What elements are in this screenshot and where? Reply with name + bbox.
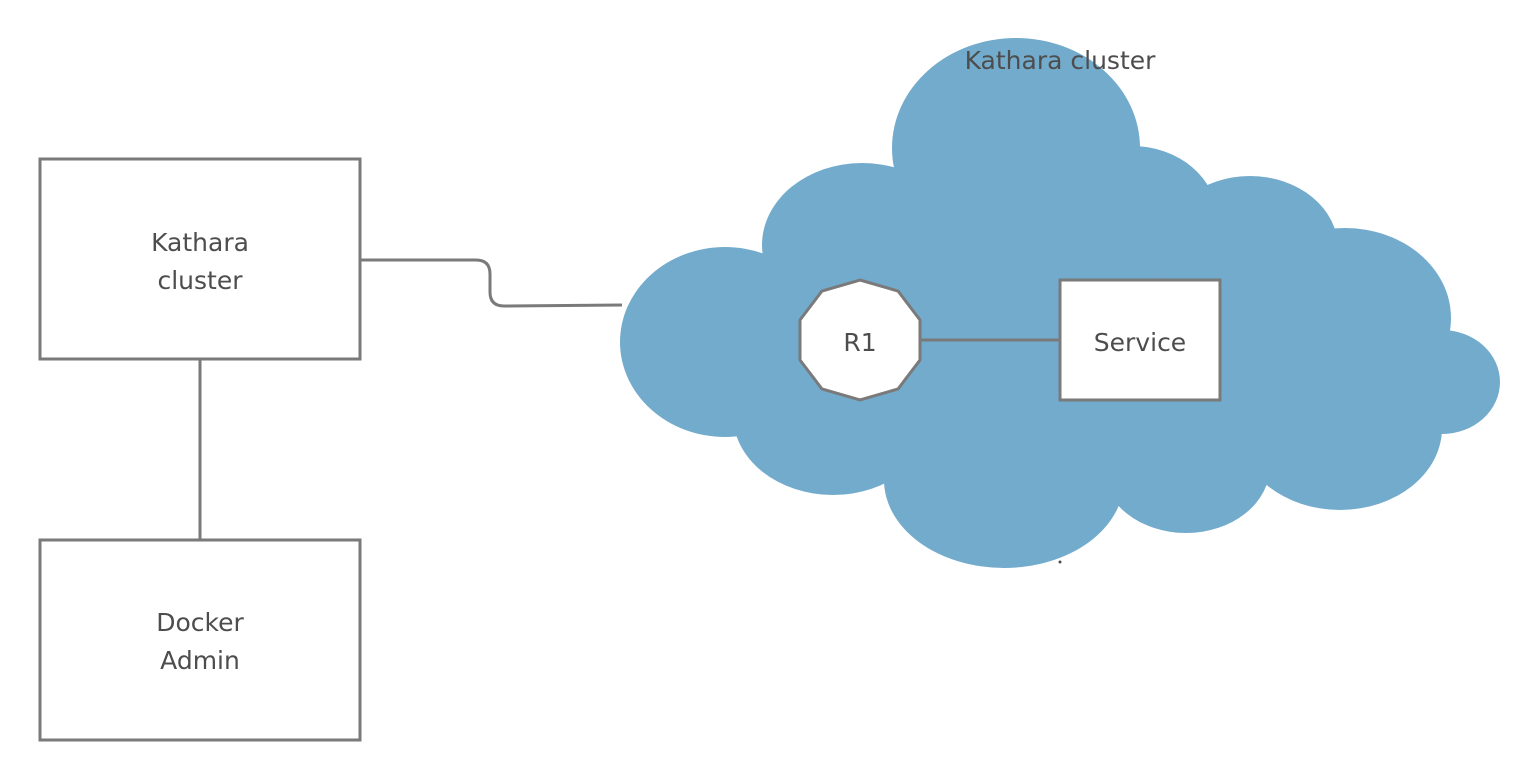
service-label: Service — [1094, 328, 1186, 357]
kathara-cluster-box[interactable]: Kathara cluster — [38, 157, 362, 361]
service-box[interactable]: Service — [1058, 278, 1222, 402]
docker-admin-box[interactable]: Docker Admin — [38, 538, 362, 742]
docker-box-label-line1: Docker — [156, 608, 244, 637]
kathara-box-label-line1: Kathara — [151, 228, 249, 257]
docker-box-label-line2: Admin — [160, 646, 240, 675]
edge-kathara-cloud[interactable] — [361, 258, 623, 308]
router-r1[interactable]: R1 — [798, 278, 922, 402]
kathara-box-label-line2: cluster — [157, 266, 243, 295]
cloud-title: Kathara cluster — [965, 46, 1157, 75]
router-label: R1 — [843, 328, 876, 357]
stray-dot — [1058, 560, 1062, 564]
